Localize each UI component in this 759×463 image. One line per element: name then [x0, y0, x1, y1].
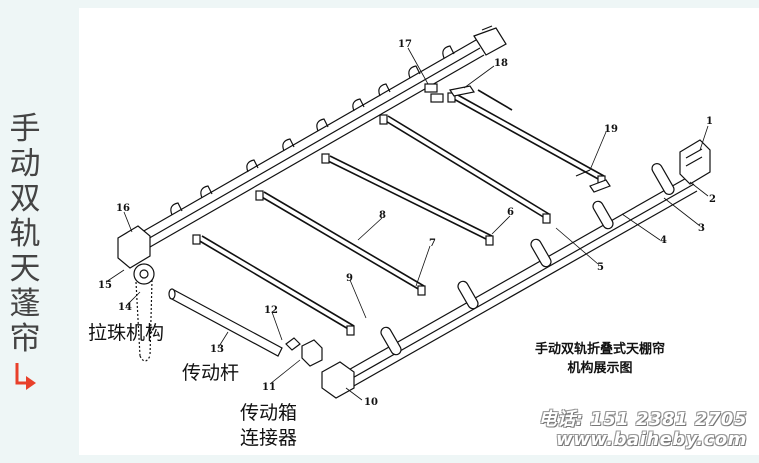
- part-number: 3: [698, 223, 705, 234]
- bead-chain: [135, 279, 153, 362]
- front-rail-carriers: [380, 163, 675, 356]
- title-char: 天: [9, 251, 41, 287]
- part-number: 17: [398, 39, 412, 50]
- front-left-end-box: [321, 361, 355, 399]
- part-number: 11: [262, 382, 276, 393]
- cross-rods: [197, 89, 605, 331]
- part-number: 15: [98, 280, 112, 291]
- leader-lines: [105, 47, 709, 401]
- title-char: 动: [9, 146, 41, 182]
- top-parts: [424, 83, 611, 193]
- drive-rod-label: 传动杆: [182, 362, 240, 384]
- rod-end-clips: [192, 92, 606, 336]
- part-number: 8: [379, 210, 386, 221]
- part-number: 19: [604, 124, 618, 135]
- title-char: 蓬: [9, 286, 41, 322]
- diagram-caption: 手动双轨折叠式天棚帘 机构展示图: [520, 340, 680, 378]
- gearbox-label-line2: 连接器: [240, 427, 298, 449]
- drive-rod: [168, 288, 283, 357]
- part-number: 2: [709, 194, 716, 205]
- title-char: 帘: [9, 321, 41, 357]
- vertical-title: 手 动 双 轨 天 蓬 帘: [6, 112, 44, 391]
- caption-line-2: 机构展示图: [567, 361, 633, 376]
- part-number: 10: [364, 397, 378, 408]
- title-char: 双: [9, 181, 41, 217]
- part-number: 12: [264, 305, 278, 316]
- left-end-box: [117, 225, 155, 285]
- back-rail: [141, 25, 507, 248]
- title-char: 轨: [9, 216, 41, 252]
- part-number: 18: [494, 58, 508, 69]
- title-char: 手: [9, 111, 41, 147]
- pull-bead-label: 拉珠机构: [88, 322, 165, 344]
- gearbox-label-line1: 传动箱: [240, 402, 298, 424]
- caption-line-1: 手动双轨折叠式天棚帘: [534, 342, 665, 357]
- front-end-box: [679, 139, 711, 185]
- contact-phone: 电话: 151 2381 2705: [538, 409, 747, 430]
- part-number: 1: [706, 116, 713, 127]
- part-number: 16: [116, 203, 130, 214]
- contact-website: www.baiheby.com: [556, 429, 747, 450]
- part-number: 13: [210, 344, 224, 355]
- down-right-arrow-icon: [15, 363, 36, 390]
- part-number: 9: [346, 273, 353, 284]
- part-number: 14: [118, 302, 132, 313]
- gearbox-connector: [285, 337, 323, 367]
- part-number: 6: [507, 207, 514, 218]
- part-number: 4: [660, 235, 667, 246]
- back-rail-brackets: [170, 45, 455, 216]
- part-number: 7: [429, 238, 436, 249]
- part-number: 5: [597, 262, 604, 273]
